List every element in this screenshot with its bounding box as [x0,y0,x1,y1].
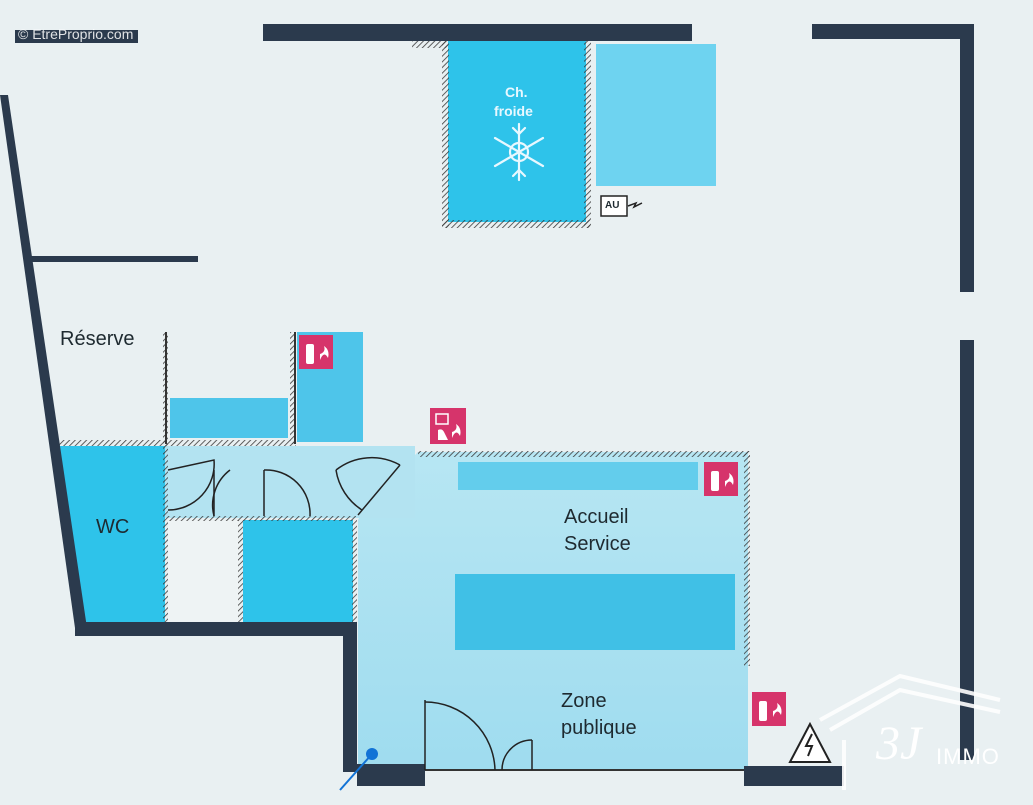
reserve-label: Réserve [60,328,135,350]
electric-hazard-icon [788,721,832,763]
snowflake-icon [493,122,545,182]
logo-text: IMMO [936,744,1000,769]
reception-label-1: Accueil [564,506,629,528]
corridor-area [165,446,415,518]
watermark: © EtreProprio.com [18,26,134,42]
wc-room [58,446,165,622]
fire-extinguisher-icon [299,335,333,369]
logo-mark: 3J [876,717,922,770]
public-zone-label-2: publique [561,717,637,739]
doors [167,456,533,771]
public-zone-label-1: Zone [561,690,607,712]
wc-stall-2 [243,520,353,622]
reception-label-2: Service [564,533,631,555]
walls [0,24,974,786]
fire-extinguisher-icon [704,462,738,496]
reserve-shelf [170,398,288,438]
wc-stall-1 [168,520,240,622]
emergency-stop-label: AU [605,200,620,211]
house-logo-icon [819,673,1001,790]
emergency-stop-box [600,195,628,217]
fire-extinguisher-icon [752,692,786,726]
cold-room-label-1: Ch. [505,84,528,100]
front-counter [455,574,735,650]
back-counter [458,462,698,490]
cold-room-label-2: froide [494,103,533,119]
wc-label: WC [96,516,130,538]
storage-box-right [596,44,716,186]
fire-alarm-icon [430,408,466,444]
